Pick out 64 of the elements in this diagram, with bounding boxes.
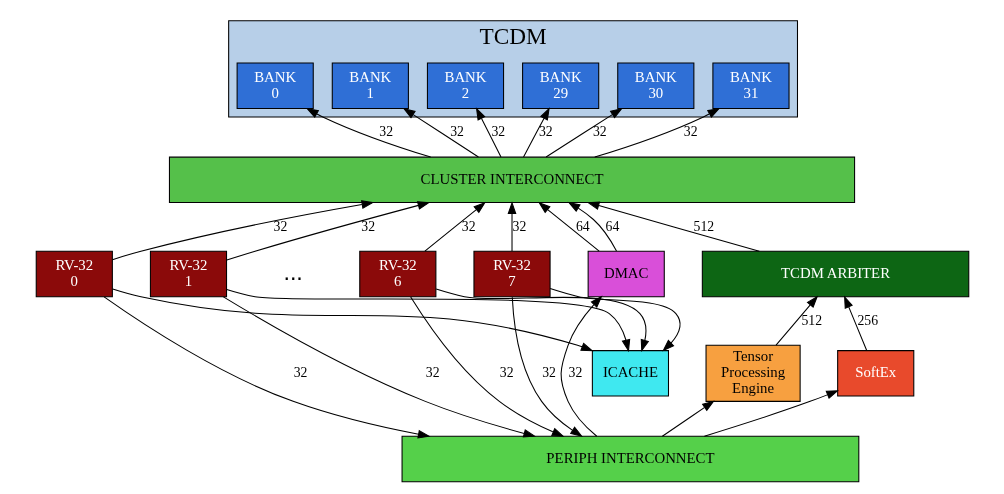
arrow xyxy=(593,107,720,158)
arrow xyxy=(511,296,583,437)
node-box: BANK 0 xyxy=(236,62,314,109)
arrow xyxy=(423,201,486,252)
arrow xyxy=(522,107,550,158)
arrow xyxy=(111,200,374,261)
edge-label: 32 xyxy=(592,124,607,140)
node-box: BANK 29 xyxy=(521,62,599,109)
node-box: TCDM ARBITER xyxy=(701,250,969,298)
edge-label: 32 xyxy=(512,218,526,234)
arrow xyxy=(843,295,867,351)
edge-label: 32 xyxy=(378,124,393,140)
edge-label: 32 xyxy=(273,218,287,234)
edge-label: 32 xyxy=(461,218,476,234)
arrow xyxy=(661,400,715,437)
node-box: SoftEx xyxy=(836,350,914,397)
arrow xyxy=(567,201,617,252)
arrow xyxy=(435,288,649,353)
edge-label: 32 xyxy=(541,364,556,380)
edge-label: 32 xyxy=(568,364,582,380)
edge-label: 32 xyxy=(490,124,505,140)
node-box: RV-32 6 xyxy=(358,250,436,298)
node-box: BANK 31 xyxy=(711,62,790,109)
arrow xyxy=(103,296,431,439)
node-box: CLUSTER INTERCONNECT xyxy=(168,156,855,204)
arrow xyxy=(549,287,681,352)
edge-label: 512 xyxy=(693,218,714,234)
edge-label: 32 xyxy=(449,124,464,140)
node-box: PERIPH INTERCONNECT xyxy=(401,435,859,483)
edge-label: 64 xyxy=(575,218,590,234)
arrow xyxy=(402,107,479,158)
arrow xyxy=(586,201,760,252)
edge-label: 512 xyxy=(800,312,822,328)
arrow xyxy=(225,288,630,353)
arrow xyxy=(507,201,516,252)
arrow xyxy=(560,295,602,437)
node-box: Tensor Processing Engine xyxy=(705,344,801,402)
arrow xyxy=(305,107,431,158)
node-box: RV-32 0 xyxy=(35,250,113,298)
edge-label: 32 xyxy=(499,364,514,380)
edge-label: 32 xyxy=(425,364,440,380)
arrow xyxy=(537,201,600,252)
arrow xyxy=(409,296,564,437)
arrow xyxy=(475,107,501,158)
node-box: ICACHE xyxy=(591,350,669,397)
edge-label: 64 xyxy=(605,218,619,234)
edge-label: 32 xyxy=(683,124,698,140)
node-box: RV-32 7 xyxy=(472,250,551,298)
node-box: BANK 30 xyxy=(616,62,694,109)
edge-label: 256 xyxy=(856,312,878,328)
node-box: BANK 2 xyxy=(426,62,504,109)
label: ... xyxy=(282,258,303,285)
arrow xyxy=(111,288,594,352)
node-box: DMAC xyxy=(587,250,665,298)
edge-label: 32 xyxy=(293,364,307,380)
edge-label: 32 xyxy=(538,124,553,140)
arrow xyxy=(703,390,839,437)
arrow xyxy=(222,296,536,438)
arrow xyxy=(545,107,623,158)
arrow xyxy=(775,295,818,346)
node-box: BANK 1 xyxy=(331,62,409,109)
arrow xyxy=(225,201,430,261)
edge-label: 32 xyxy=(360,218,375,234)
node-box: RV-32 1 xyxy=(149,250,227,298)
